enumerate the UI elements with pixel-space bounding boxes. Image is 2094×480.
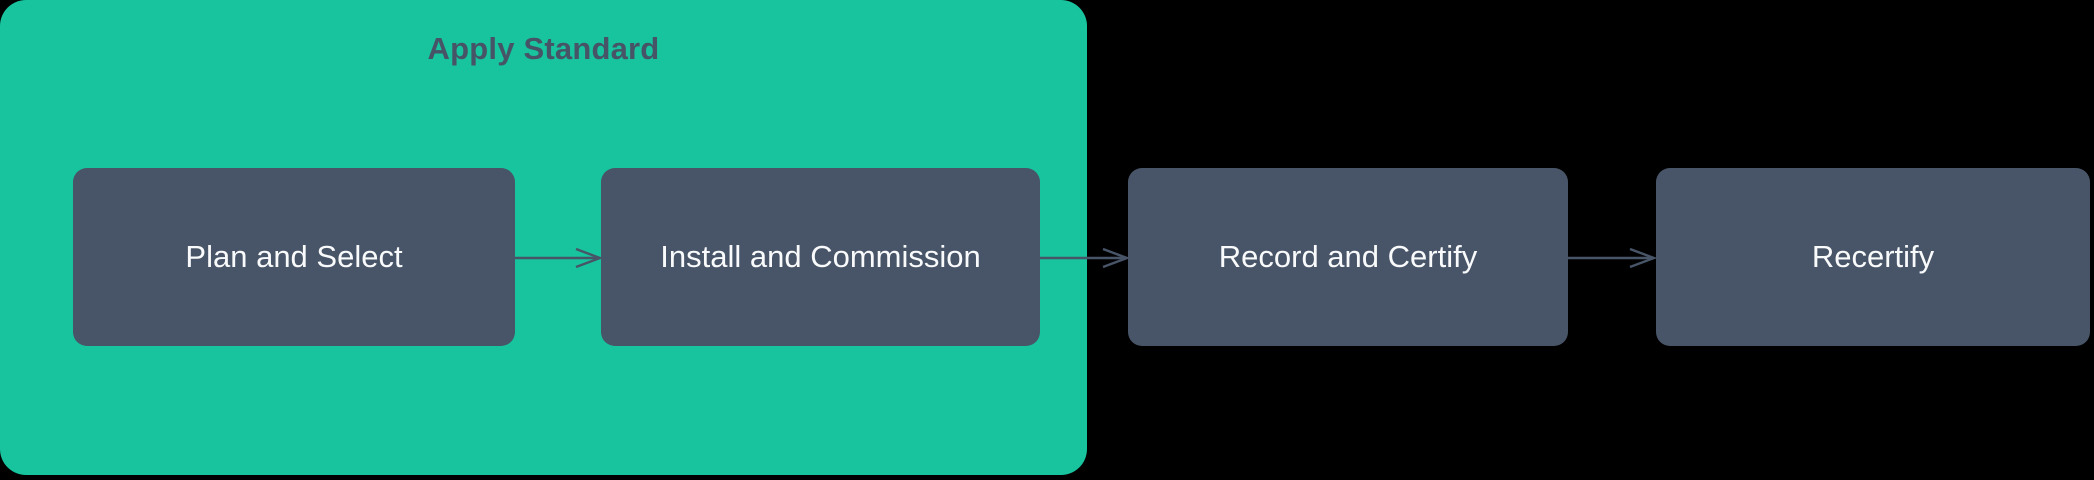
node-label: Recertify	[1811, 239, 1935, 274]
node-plan-and-select: Plan and Select	[73, 168, 515, 346]
arrow-record-to-recertify	[1568, 247, 1658, 269]
node-install-and-commission: Install and Commission	[601, 168, 1040, 346]
node-recertify: Recertify	[1656, 168, 2090, 346]
node-record-and-certify: Record and Certify	[1128, 168, 1568, 346]
node-label: Record and Certify	[1218, 239, 1478, 274]
node-label: Install and Commission	[660, 239, 981, 274]
node-label: Plan and Select	[185, 239, 403, 274]
group-title: Apply Standard	[427, 31, 660, 66]
